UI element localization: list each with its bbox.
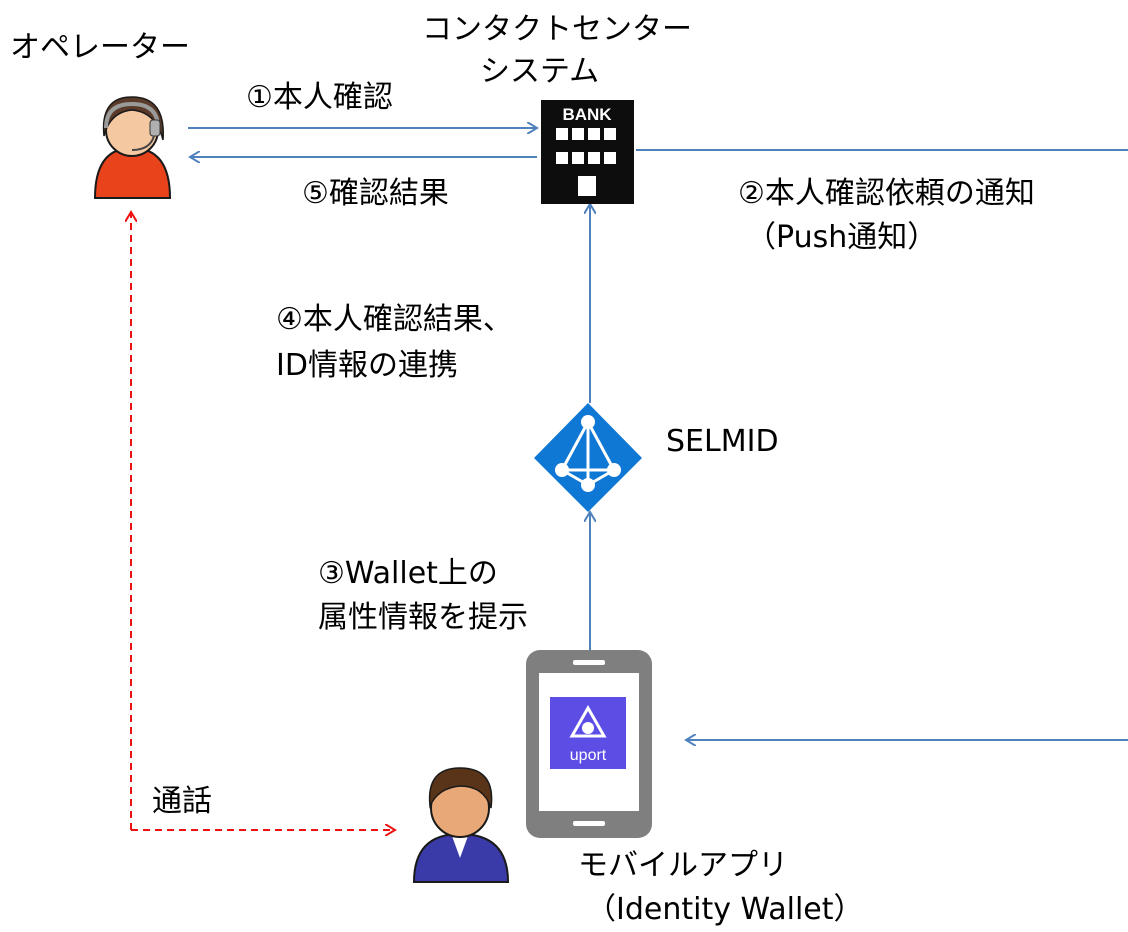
step5-label: ⑤確認結果: [302, 176, 449, 211]
step3-label-line2: 属性情報を提示: [318, 600, 528, 635]
user-icon: [412, 767, 510, 883]
svg-text:uport: uport: [570, 747, 607, 764]
app-label-line2: （Identity Wallet）: [586, 892, 864, 927]
system-label-line1: コンタクトセンター: [422, 12, 692, 47]
step4-label-line1: ④本人確認結果、: [276, 302, 513, 337]
step3-label-line1: ③Wallet上の: [318, 556, 498, 591]
app-label-line1: モバイルアプリ: [578, 848, 788, 883]
call-label: 通話: [152, 784, 212, 819]
bank-icon: BANK: [541, 100, 634, 204]
operator-label: オペレーター: [10, 30, 190, 65]
operator-icon: [93, 96, 172, 199]
uport-icon: uport: [550, 697, 626, 769]
step4-label-line2: ID情報の連携: [276, 348, 458, 383]
step2-label-line1: ②本人確認依頼の通知: [738, 176, 1035, 211]
svg-text:BANK: BANK: [562, 105, 612, 124]
step2-label-line2: （Push通知）: [746, 220, 938, 255]
selmid-icon: [534, 403, 642, 512]
step1-label: ①本人確認: [246, 80, 393, 115]
system-label-line2: システム: [480, 54, 600, 89]
selmid-label: SELMID: [666, 424, 779, 459]
